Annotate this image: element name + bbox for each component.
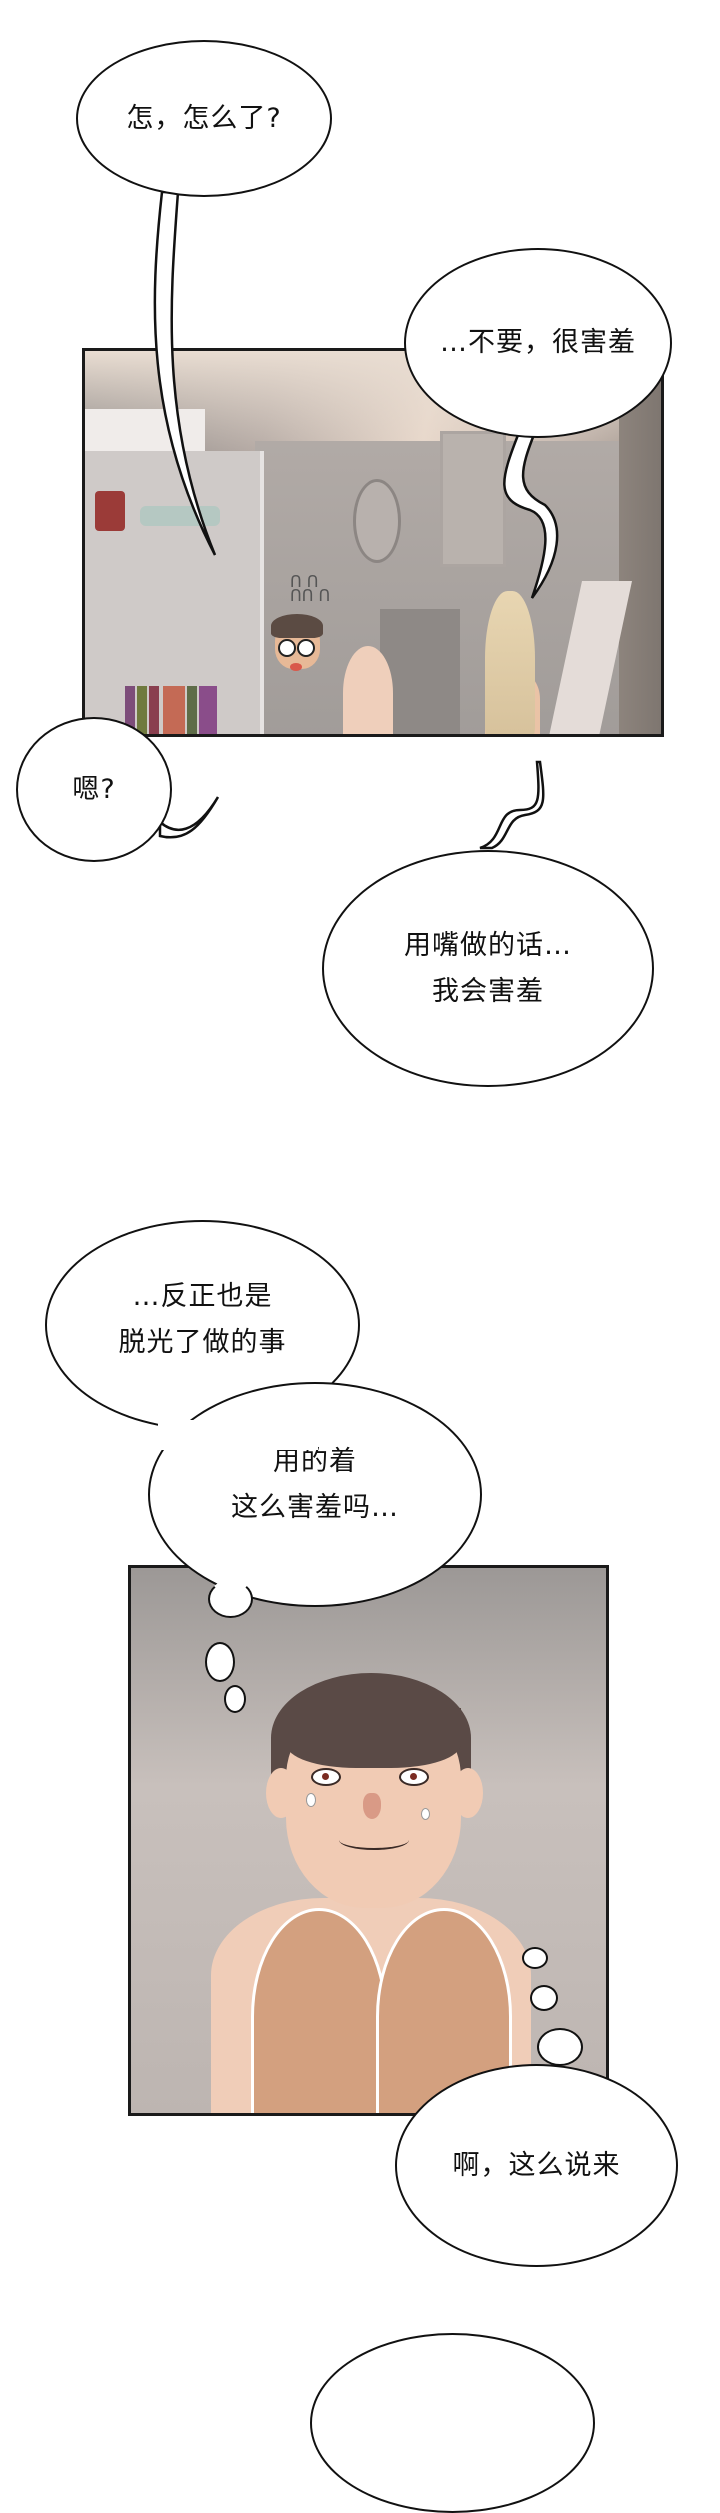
sweat-drop-icon — [306, 1793, 316, 1807]
boy-fringe — [286, 1708, 461, 1768]
speech-bubble-4: 用嘴做的话… 我会害羞 — [322, 850, 654, 1087]
character-knee — [343, 646, 393, 734]
sweat-drop-icon — [421, 1808, 430, 1820]
thought-puff — [522, 1947, 548, 1969]
bubble-text: 嗯? — [72, 773, 116, 805]
bubble-text: …不要，很害羞 — [440, 327, 636, 358]
speech-bubble-3: 嗯? — [16, 717, 172, 862]
hanging-clothes — [187, 686, 197, 734]
wall-clock-icon — [353, 479, 401, 563]
speech-bubble-7-partial — [310, 2333, 595, 2513]
bubble-tails — [153, 190, 559, 850]
smile — [339, 1830, 409, 1850]
open-mouth — [290, 663, 302, 671]
hanging-clothes — [125, 686, 135, 734]
speech-bubble-2: …不要，很害羞 — [404, 248, 672, 438]
door — [619, 351, 661, 734]
bubble-text: 啊，这么说来 — [452, 2149, 621, 2181]
hanging-clothes — [137, 686, 147, 734]
bubble-text: …反正也是 脱光了做的事 — [118, 1281, 287, 1358]
eye-icon — [399, 1768, 429, 1786]
bubble-text: 怎，怎么了? — [126, 102, 282, 134]
thought-puff — [530, 1985, 558, 2011]
eye-icon — [311, 1768, 341, 1786]
boy-hair — [271, 614, 323, 638]
eye-icon — [278, 639, 296, 657]
dresser — [380, 609, 460, 734]
thought-bubble-6: 啊，这么说来 — [395, 2064, 678, 2267]
hanging-clothes — [163, 686, 185, 734]
speech-bubble-1: 怎，怎么了? — [76, 40, 332, 197]
hanging-clothes — [199, 686, 217, 734]
thought-puff — [208, 1580, 253, 1618]
girl-hair — [485, 591, 535, 734]
bubble-text: 用的着 这么害羞吗… — [231, 1445, 399, 1523]
bag-icon — [95, 491, 125, 531]
clothes-shelf — [85, 451, 264, 734]
bubble-text: 用嘴做的话… 我会害羞 — [404, 929, 572, 1007]
wall-frame — [440, 431, 506, 567]
hanging-clothes — [149, 686, 159, 734]
thought-puff — [224, 1685, 246, 1713]
thought-puff — [205, 1642, 235, 1682]
thought-puff — [537, 2028, 583, 2066]
nose — [363, 1793, 381, 1819]
thought-bubble-5b: 用的着 这么害羞吗… — [148, 1382, 482, 1607]
bubble-join-cover — [158, 1420, 318, 1450]
eye-icon — [297, 639, 315, 657]
